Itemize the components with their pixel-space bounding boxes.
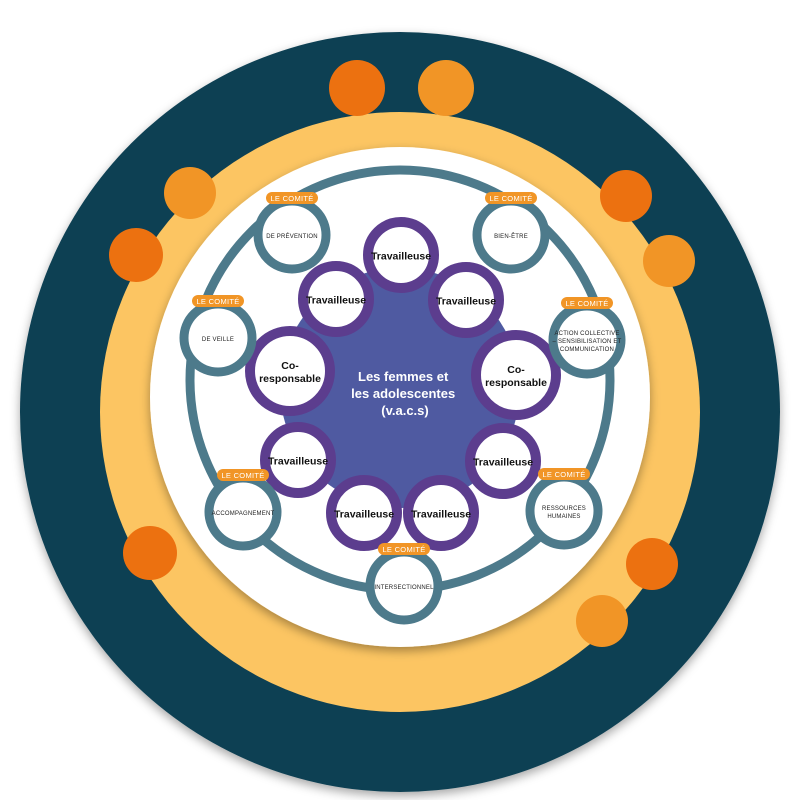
node-circle: [471, 330, 561, 420]
node-5[interactable]: Travailleuse: [326, 475, 402, 551]
label-line: BIEN-ÊTRE: [494, 232, 528, 240]
orange-dot: [576, 595, 628, 647]
node-circle: [363, 217, 439, 293]
label-line: Travailleuse: [473, 457, 533, 469]
label-line: responsable: [259, 373, 321, 385]
orange-dot: [643, 235, 695, 287]
comite-6[interactable]: LE COMITÉ DE PRÉVENTION: [253, 192, 331, 274]
label-line: Co-: [281, 360, 299, 372]
comite-tag-bg: [485, 192, 537, 204]
comite-tag: LE COMITÉ: [196, 297, 239, 306]
node-4[interactable]: Travailleuse: [403, 475, 479, 551]
core-label-line-2: les adolescentes: [351, 386, 455, 401]
orange-dot: [600, 170, 652, 222]
label-line: Co-: [507, 364, 525, 376]
node-label: Co-responsable: [485, 364, 547, 389]
label-line: – SENSIBILISATION ET: [553, 339, 622, 345]
orange-dot: [626, 538, 678, 590]
label-line: Travailleuse: [306, 295, 366, 307]
core-label-line-1: Les femmes et: [358, 369, 449, 384]
comite-1[interactable]: LE COMITÉ ACTION COLLECTIVE – SENSIBILISA…: [548, 297, 626, 379]
node-label: Travailleuse: [411, 509, 471, 521]
comite-name: DE VEILLE: [202, 337, 234, 343]
label-line: Travailleuse: [436, 296, 496, 308]
node-8[interactable]: Travailleuse: [298, 261, 374, 337]
node-circle: [465, 423, 541, 499]
comite-tag-bg: [266, 192, 318, 204]
label-line: Travailleuse: [334, 509, 394, 521]
node-0[interactable]: Travailleuse: [363, 217, 439, 293]
orange-dot: [164, 167, 216, 219]
comite-5[interactable]: LE COMITÉ DE VEILLE: [179, 295, 257, 377]
orange-dot: [109, 228, 163, 282]
comite-tag-bg: [217, 469, 269, 481]
label-line: RESSOURCES: [542, 506, 586, 512]
core-label-line-3: (v.a.c.s): [381, 403, 428, 418]
orange-dot: [418, 60, 474, 116]
comite-name: ACCOMPAGNEMENT: [212, 511, 275, 517]
label-line: Travailleuse: [411, 509, 471, 521]
comite-name: RESSOURCES HUMAINES: [542, 506, 586, 520]
node-label: Travailleuse: [268, 456, 328, 468]
comite-tag-bg: [561, 297, 613, 309]
label-line: DE VEILLE: [202, 337, 234, 343]
node-3[interactable]: Travailleuse: [465, 423, 541, 499]
label-line: responsable: [485, 377, 547, 389]
label-line: COMMUNICATION: [560, 347, 614, 353]
node-circle: [260, 422, 336, 498]
comite-2[interactable]: LE COMITÉ RESSOURCES HUMAINES: [525, 468, 603, 550]
core-label: Les femmes et les adolescentes (v.a.c.s): [351, 369, 459, 418]
comite-name: INTERSECTIONNEL: [374, 585, 434, 591]
comite-name: DE PRÉVENTION: [266, 233, 318, 240]
node-circle: [245, 326, 335, 416]
node-circle: [326, 475, 402, 551]
comite-3[interactable]: LE COMITÉ INTERSECTIONNEL: [365, 543, 443, 625]
node-label: Travailleuse: [436, 296, 496, 308]
node-label: Co-responsable: [259, 360, 321, 385]
label-line: DE PRÉVENTION: [266, 233, 318, 240]
label-line: Travailleuse: [268, 456, 328, 468]
node-label: Travailleuse: [473, 457, 533, 469]
comite-tag: LE COMITÉ: [542, 470, 585, 479]
node-circle: [428, 262, 504, 338]
comite-tag: LE COMITÉ: [270, 194, 313, 203]
node-1[interactable]: Travailleuse: [428, 262, 504, 338]
orange-dot: [123, 526, 177, 580]
label-line: ACTION COLLECTIVE: [554, 331, 619, 337]
comite-tag: LE COMITÉ: [489, 194, 532, 203]
node-label: Travailleuse: [334, 509, 394, 521]
node-6[interactable]: Travailleuse: [260, 422, 336, 498]
node-2[interactable]: Co-responsable: [471, 330, 561, 420]
orange-dot: [329, 60, 385, 116]
node-7[interactable]: Co-responsable: [245, 326, 335, 416]
label-line: HUMAINES: [547, 514, 580, 520]
node-label: Travailleuse: [371, 251, 431, 263]
comite-tag-bg: [378, 543, 430, 555]
comite-0[interactable]: LE COMITÉ BIEN-ÊTRE: [472, 192, 550, 274]
label-line: INTERSECTIONNEL: [374, 585, 434, 591]
comite-tag: LE COMITÉ: [565, 299, 608, 308]
node-circle: [403, 475, 479, 551]
comite-name: BIEN-ÊTRE: [494, 232, 528, 240]
node-circle: [298, 261, 374, 337]
comite-tag: LE COMITÉ: [221, 471, 264, 480]
label-line: ACCOMPAGNEMENT: [212, 511, 275, 517]
label-line: Travailleuse: [371, 251, 431, 263]
comite-4[interactable]: LE COMITÉ ACCOMPAGNEMENT: [204, 469, 282, 551]
comite-name: ACTION COLLECTIVE – SENSIBILISATION ET COM…: [553, 331, 622, 353]
comite-tag-bg: [192, 295, 244, 307]
comite-tag-bg: [538, 468, 590, 480]
orange-dots: [109, 60, 695, 647]
comite-tag: LE COMITÉ: [382, 545, 425, 554]
node-label: Travailleuse: [306, 295, 366, 307]
